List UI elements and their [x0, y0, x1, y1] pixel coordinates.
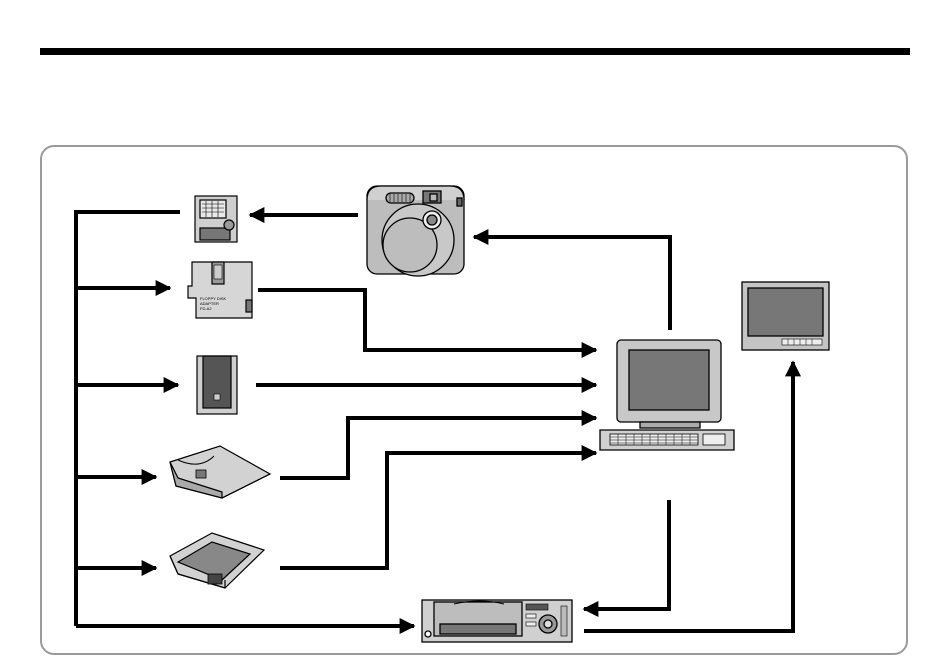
video-printer-icon	[422, 600, 572, 642]
floppy-disk-adapter-icon: FLOPPY DISK ADAPTER FD-A2	[188, 262, 252, 318]
line-computer-to-printer	[584, 500, 669, 609]
line-floppy-to-computer	[258, 290, 596, 350]
smartmedia-card-icon	[195, 196, 237, 242]
card-reader-icon	[170, 446, 270, 498]
line-bus-to-card	[76, 212, 180, 626]
pc-card-adapter-icon	[197, 356, 237, 414]
line-reader2-to-computer	[280, 453, 596, 568]
television-icon	[742, 282, 829, 350]
line-computer-to-camera	[474, 237, 670, 330]
floppy-label-line-3: FD-A2	[200, 306, 212, 311]
card-reader-icon	[170, 533, 264, 588]
desktop-computer-icon	[600, 340, 734, 450]
digital-camera-icon	[367, 186, 464, 276]
line-reader1-to-computer	[280, 418, 596, 478]
